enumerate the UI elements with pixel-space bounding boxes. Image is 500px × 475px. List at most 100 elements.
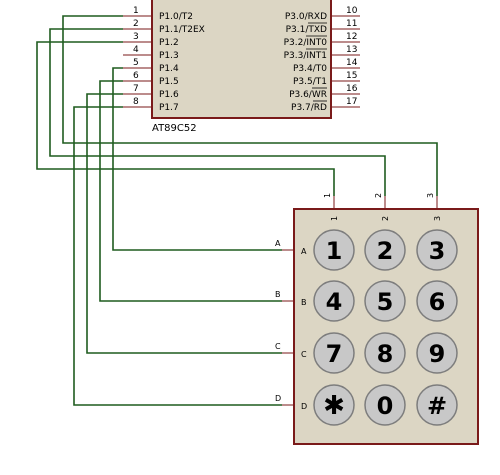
mcu-pin-2: 2 P1.1/T2EX xyxy=(123,19,205,35)
mcu-pin-17: 17 P3.7/RD xyxy=(291,97,360,113)
pin-name: P3.7/RD xyxy=(291,103,327,113)
row-inner-label: A xyxy=(301,247,307,256)
wire-p1-5-to-row-b xyxy=(99,80,282,302)
wires xyxy=(36,15,438,406)
column-pin-label: 3 xyxy=(426,193,435,198)
mcu-pin-10: 10 P3.0/RXD xyxy=(285,6,360,22)
pin-name: P1.2 xyxy=(159,38,179,48)
key-label: 7 xyxy=(326,340,343,368)
key-label: 3 xyxy=(429,237,446,265)
pin-number: 5 xyxy=(133,58,139,68)
key-0[interactable]: 0 xyxy=(364,384,406,426)
mcu-pin-15: 15 P3.5/T1 xyxy=(293,71,360,87)
key-star[interactable]: ✱ xyxy=(313,384,355,426)
mcu-pin-8: 8 P1.7 xyxy=(123,97,179,113)
pin-name: P3.6/WR xyxy=(289,90,327,100)
column-pin-label: 1 xyxy=(323,193,332,198)
wire-p1-1-to-col-2 xyxy=(49,28,386,196)
mcu-pin-14: 14 P3.4/T0 xyxy=(293,58,360,74)
mcu-body xyxy=(151,0,332,119)
mcu-pin-3: 3 P1.2 xyxy=(123,32,179,48)
pin-number: 15 xyxy=(346,71,357,81)
pin-number: 7 xyxy=(133,84,139,94)
row-inner-label: D xyxy=(301,402,307,411)
pin-name: P3.1/TXD xyxy=(286,25,327,35)
pin-number: 2 xyxy=(133,19,139,29)
keypad: 1 1 2 2 3 3 A A B B C C D D xyxy=(275,193,479,445)
wire-p1-0-to-col-3 xyxy=(62,15,438,196)
pin-number: 11 xyxy=(346,19,357,29)
column-pin-label: 2 xyxy=(374,193,383,198)
mcu-pin-7: 7 P1.6 xyxy=(123,84,179,100)
key-label: 0 xyxy=(377,392,394,420)
key-label: 4 xyxy=(326,288,343,316)
key-3[interactable]: 3 xyxy=(416,229,458,271)
pin-name: P1.5 xyxy=(159,77,179,87)
mcu-pin-16: 16 P3.6/WR xyxy=(289,84,360,100)
pin-number: 10 xyxy=(346,6,358,16)
pin-name: P3.4/T0 xyxy=(293,64,327,74)
microcontroller: AT89C52 1 P1.0/T2 2 P1.1/T2EX 3 P1.2 4 P xyxy=(123,0,360,134)
pin-number: 16 xyxy=(346,84,358,94)
key-6[interactable]: 6 xyxy=(416,280,458,322)
mcu-part-label: AT89C52 xyxy=(152,123,197,134)
mcu-right-pins: 10 P3.0/RXD 11 P3.1/TXD 12 P3.2/INT0 13 … xyxy=(284,6,360,113)
pin-number: 6 xyxy=(133,71,139,81)
pin-number: 8 xyxy=(133,97,139,107)
pin-number: 4 xyxy=(133,45,139,55)
keypad-keys: 1 2 3 4 5 6 xyxy=(313,229,458,426)
key-1[interactable]: 1 xyxy=(313,229,355,271)
key-9[interactable]: 9 xyxy=(416,332,458,374)
pin-name: P3.3/INT1 xyxy=(284,51,327,61)
pin-name: P3.5/T1 xyxy=(293,77,327,87)
wire-p1-6-to-row-c xyxy=(86,93,282,354)
row-inner-label: C xyxy=(301,350,307,359)
keypad-row-pins: A A B B C C D D xyxy=(275,239,307,411)
key-4[interactable]: 4 xyxy=(313,280,355,322)
column-inner-label: 2 xyxy=(381,216,390,221)
pin-number: 12 xyxy=(346,32,357,42)
column-inner-label: 1 xyxy=(330,216,339,221)
pin-name: P3.0/RXD xyxy=(285,12,327,22)
wire-p1-7-to-row-d xyxy=(73,106,282,406)
pin-number: 14 xyxy=(346,58,358,68)
mcu-pin-6: 6 P1.5 xyxy=(123,71,179,87)
mcu-left-pins: 1 P1.0/T2 2 P1.1/T2EX 3 P1.2 4 P1.3 5 xyxy=(123,6,205,113)
row-pin-label: B xyxy=(275,290,281,299)
wire-p1-4-to-row-a xyxy=(112,67,282,251)
keypad-column-pins: 1 1 2 2 3 3 xyxy=(323,193,442,221)
pin-name: P1.1/T2EX xyxy=(159,25,205,35)
key-label: 8 xyxy=(377,340,394,368)
column-inner-label: 3 xyxy=(433,216,442,221)
mcu-pin-13: 13 P3.3/INT1 xyxy=(284,45,360,61)
pin-name: P1.6 xyxy=(159,90,179,100)
key-label: 1 xyxy=(326,237,343,265)
wire-p1-2-to-col-1 xyxy=(36,41,335,196)
mcu-pin-1: 1 P1.0/T2 xyxy=(123,6,193,22)
pin-name: P1.7 xyxy=(159,103,179,113)
key-label: # xyxy=(427,392,447,420)
key-label: 5 xyxy=(377,288,394,316)
pin-number: 13 xyxy=(346,45,357,55)
pin-name: P3.2/INT0 xyxy=(284,38,328,48)
row-pin-label: A xyxy=(275,239,281,248)
mcu-pin-11: 11 P3.1/TXD xyxy=(286,19,360,35)
key-2[interactable]: 2 xyxy=(364,229,406,271)
mcu-pin-5: 5 P1.4 xyxy=(123,58,179,74)
pin-number: 1 xyxy=(133,6,139,16)
row-pin-label: C xyxy=(275,342,281,351)
key-label: 2 xyxy=(377,237,394,265)
pin-name: P1.0/T2 xyxy=(159,12,193,22)
key-5[interactable]: 5 xyxy=(364,280,406,322)
pin-name: P1.3 xyxy=(159,51,179,61)
pin-number: 3 xyxy=(133,32,139,42)
mcu-pin-12: 12 P3.2/INT0 xyxy=(284,32,360,48)
key-label: ✱ xyxy=(323,391,345,421)
key-hash[interactable]: # xyxy=(416,384,458,426)
key-7[interactable]: 7 xyxy=(313,332,355,374)
row-pin-label: D xyxy=(275,394,281,403)
key-8[interactable]: 8 xyxy=(364,332,406,374)
pin-name: P1.4 xyxy=(159,64,179,74)
key-label: 6 xyxy=(429,288,446,316)
